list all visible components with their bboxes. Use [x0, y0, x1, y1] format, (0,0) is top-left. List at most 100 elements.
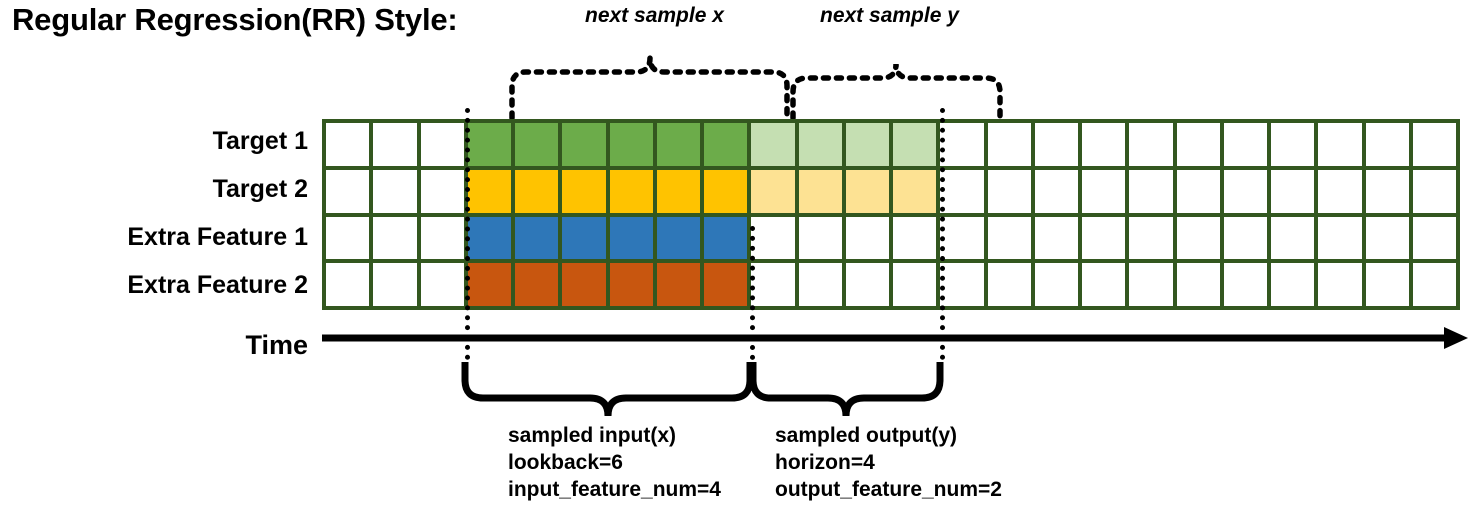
grid-cell-extra-feature-2-3 [420, 263, 464, 306]
grid-cell-target-1-8 [656, 123, 700, 166]
caption-sampled-output: sampled output(y) horizon=4 output_featu… [775, 423, 1002, 504]
grid-cell-target-2-11 [798, 169, 842, 213]
grid-cell-target-1-9 [704, 123, 748, 166]
grid-cell-target-1-2 [373, 123, 417, 166]
grid-cell-extra-feature-1-4 [467, 216, 511, 260]
grid-cell-target-1-7 [609, 123, 653, 166]
grid-cell-target-2-19 [1176, 169, 1220, 213]
timeline-grid [322, 119, 1460, 310]
grid-cell-extra-feature-2-15 [987, 263, 1031, 306]
grid-cell-target-2-13 [893, 169, 937, 213]
grid-cell-extra-feature-1-17 [1082, 216, 1126, 260]
grid-cell-extra-feature-2-13 [893, 263, 937, 306]
caption-input-line1: sampled input(x) [508, 424, 677, 447]
grid-cell-extra-feature-1-2 [373, 216, 417, 260]
grid-cell-extra-feature-2-16 [1034, 263, 1078, 306]
grid-cell-target-2-22 [1318, 169, 1362, 213]
caption-output-line3: output_feature_num=2 [775, 477, 1002, 501]
grid-cell-extra-feature-2-11 [798, 263, 842, 306]
grid-cell-extra-feature-1-9 [704, 216, 748, 260]
grid-cell-target-1-1 [326, 123, 370, 166]
grid-cell-extra-feature-2-17 [1082, 263, 1126, 306]
grid-cell-target-1-20 [1223, 123, 1267, 166]
grid-cell-target-2-4 [467, 169, 511, 213]
grid-cell-target-2-24 [1412, 169, 1456, 213]
grid-cell-extra-feature-1-24 [1412, 216, 1456, 260]
grid-cell-extra-feature-2-12 [845, 263, 889, 306]
row-label-target-1: Target 1 [212, 127, 308, 155]
grid-cell-extra-feature-1-18 [1129, 216, 1173, 260]
grid-cell-extra-feature-1-23 [1365, 216, 1409, 260]
caption-output-line2: horizon=4 [775, 450, 875, 474]
grid-cell-extra-feature-2-22 [1318, 263, 1362, 306]
grid-cell-extra-feature-1-3 [420, 216, 464, 260]
grid-cell-extra-feature-1-5 [515, 216, 559, 260]
grid-cell-extra-feature-2-9 [704, 263, 748, 306]
time-axis-arrow [322, 327, 1468, 349]
grid-cell-extra-feature-1-6 [562, 216, 606, 260]
annotation-next-sample-x: next sample x [585, 4, 724, 27]
grid-cell-target-2-3 [420, 169, 464, 213]
grid-cell-extra-feature-1-15 [987, 216, 1031, 260]
grid-cell-extra-feature-2-10 [751, 263, 795, 306]
grid-cell-target-1-15 [987, 123, 1031, 166]
grid-cell-target-2-7 [609, 169, 653, 213]
grid-cell-extra-feature-2-1 [326, 263, 370, 306]
grid-cell-extra-feature-1-14 [940, 216, 984, 260]
grid-cell-target-1-23 [1365, 123, 1409, 166]
grid-cell-extra-feature-2-21 [1271, 263, 1315, 306]
grid-cell-target-2-6 [562, 169, 606, 213]
grid-cell-target-2-14 [940, 169, 984, 213]
grid-cell-extra-feature-1-16 [1034, 216, 1078, 260]
grid-cell-target-1-24 [1412, 123, 1456, 166]
grid-cell-target-2-8 [656, 169, 700, 213]
grid-cell-extra-feature-2-23 [1365, 263, 1409, 306]
grid-cell-target-1-12 [845, 123, 889, 166]
grid-cell-extra-feature-1-11 [798, 216, 842, 260]
grid-cell-target-1-10 [751, 123, 795, 166]
caption-input-line3: input_feature_num=4 [508, 477, 721, 501]
grid-cell-extra-feature-2-8 [656, 263, 700, 306]
grid-cell-extra-feature-1-8 [656, 216, 700, 260]
grid-cell-target-1-17 [1082, 123, 1126, 166]
grid-cell-extra-feature-2-14 [940, 263, 984, 306]
grid-cell-extra-feature-1-1 [326, 216, 370, 260]
grid-cell-target-1-5 [515, 123, 559, 166]
grid-cell-target-2-15 [987, 169, 1031, 213]
row-label-target-2: Target 2 [212, 175, 308, 203]
caption-input-line2: lookback=6 [508, 450, 623, 474]
grid-cell-extra-feature-2-5 [515, 263, 559, 306]
grid-cell-target-2-16 [1034, 169, 1078, 213]
grid-cell-extra-feature-1-20 [1223, 216, 1267, 260]
grid-cell-target-1-21 [1271, 123, 1315, 166]
grid-cell-target-1-4 [467, 123, 511, 166]
grid-cell-target-1-14 [940, 123, 984, 166]
guide-line-input-end [750, 226, 755, 360]
guide-line-output-end [940, 108, 945, 360]
caption-output-line1: sampled output(y) [775, 424, 957, 447]
grid-cell-target-1-16 [1034, 123, 1078, 166]
grid-cell-extra-feature-2-18 [1129, 263, 1173, 306]
grid-cell-target-2-1 [326, 169, 370, 213]
grid-cell-extra-feature-2-7 [609, 263, 653, 306]
grid-cell-target-1-22 [1318, 123, 1362, 166]
grid-cell-target-1-11 [798, 123, 842, 166]
grid-cell-extra-feature-1-13 [893, 216, 937, 260]
grid-cell-target-2-9 [704, 169, 748, 213]
grid-cell-target-1-19 [1176, 123, 1220, 166]
grid-cell-extra-feature-2-20 [1223, 263, 1267, 306]
annotation-next-sample-y: next sample y [820, 4, 959, 27]
grid-cell-target-1-3 [420, 123, 464, 166]
grid-cell-target-2-12 [845, 169, 889, 213]
grid-cell-extra-feature-2-4 [467, 263, 511, 306]
grid-cell-target-2-21 [1271, 169, 1315, 213]
grid-cell-target-2-23 [1365, 169, 1409, 213]
grid-cell-target-1-13 [893, 123, 937, 166]
grid-cell-extra-feature-1-21 [1271, 216, 1315, 260]
guide-line-input-start [465, 108, 470, 360]
grid-cell-target-1-18 [1129, 123, 1173, 166]
grid-cell-extra-feature-2-19 [1176, 263, 1220, 306]
grid-cell-extra-feature-1-22 [1318, 216, 1362, 260]
row-label-extra-feature-1: Extra Feature 1 [127, 223, 308, 251]
grid-cell-target-2-18 [1129, 169, 1173, 213]
